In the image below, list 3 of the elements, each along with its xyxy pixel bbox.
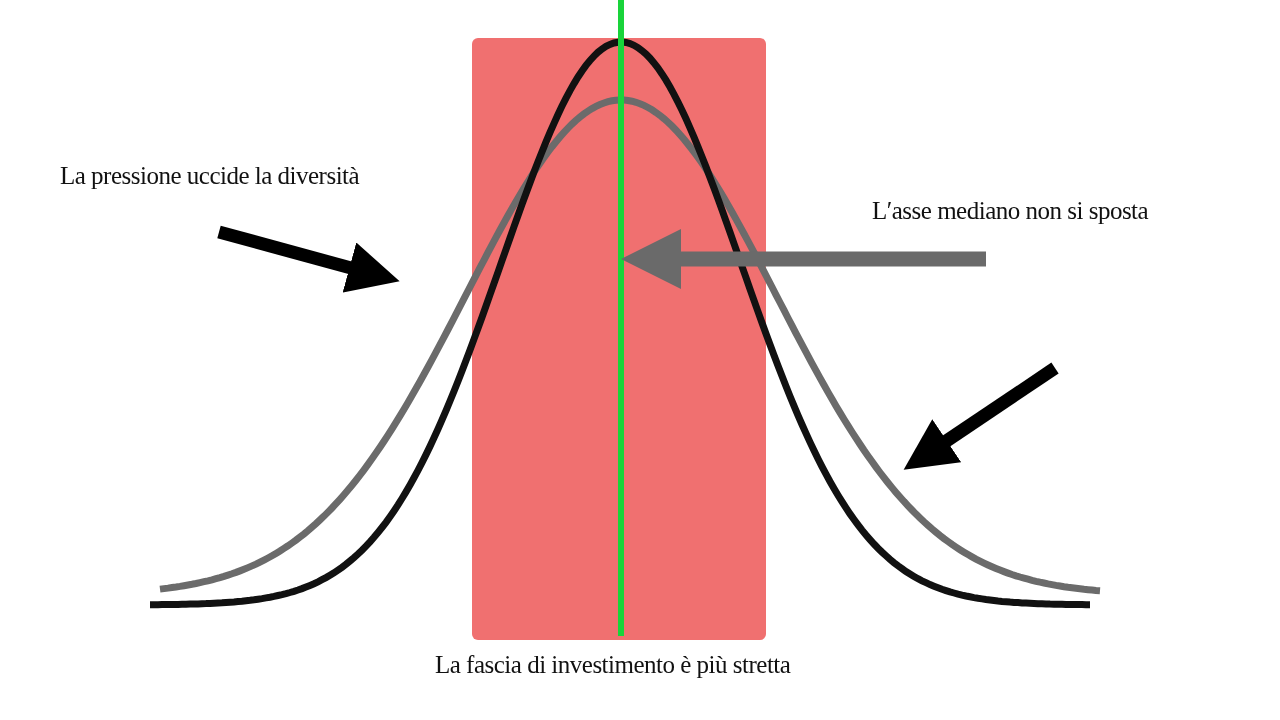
annotation-text: L′asse mediano non si sposta xyxy=(872,197,1149,225)
caption-text: La fascia di investimento è più stretta xyxy=(435,651,791,679)
annotation-text: La pressione uccide la diversità xyxy=(60,162,360,190)
